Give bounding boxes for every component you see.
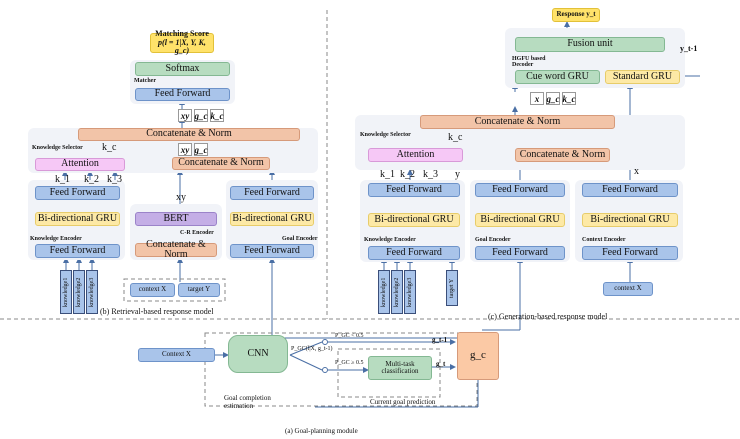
gen-knowledge-bigru: Bi-directional GRU — [368, 213, 460, 227]
standard-gru: Standard GRU — [605, 70, 680, 84]
target-y-input: target Y — [178, 283, 220, 297]
pgc-label: P_GC(l|X, g_t-1) — [291, 346, 333, 352]
xy-label: xy — [176, 192, 186, 203]
goal-feed-forward-bottom: Feed Forward — [230, 244, 314, 258]
kc-label: k_c — [102, 142, 117, 153]
knowledge2-input: knowledge2 — [73, 270, 85, 314]
matching-score-box: Matching Score p(l = 1|X, Y, K, g_c) — [150, 29, 214, 56]
gen-kc-label: k_c — [448, 132, 463, 143]
concat-norm-right: Concatenate & Norm — [172, 157, 270, 170]
gen-y-label: y — [455, 169, 460, 180]
goal-feed-forward: Feed Forward — [230, 186, 314, 200]
knowledge3-input: knowledge3 — [86, 270, 98, 314]
gen-attention-box: Attention — [368, 148, 463, 162]
chip-xy: xy — [178, 109, 192, 122]
multitask-box: Multi-task classification — [368, 356, 432, 380]
gen-knowledge-encoder-label: Knowledge Encoder — [364, 237, 416, 243]
gen-knowledge-selector-label: Knowledge Selector — [360, 132, 411, 138]
gen-goal-bigru: Bi-directional GRU — [475, 213, 565, 227]
goal-encoder-label: Goal Encoder — [282, 236, 318, 242]
cgp-label: Current goal prediction — [370, 398, 436, 406]
cnn-box: CNN — [228, 335, 288, 373]
gen-concat-norm-right: Concatenate & Norm — [515, 148, 610, 162]
gc-box: g_c — [457, 332, 499, 380]
chip-gc: g_c — [194, 109, 208, 122]
gen-concat-norm-top: Concatenate & Norm — [420, 115, 615, 129]
knowledge1-input: knowledge1 — [60, 270, 72, 314]
matcher-feed-forward: Feed Forward — [135, 88, 230, 101]
gen-knowledge3-input: knowledge3 — [404, 270, 416, 314]
cond-ge-label: P_GC ≥ 0.5 — [335, 360, 364, 366]
response-box: Response y_t — [552, 8, 600, 22]
bert-box: BERT — [135, 212, 217, 226]
fusion-unit-box: Fusion unit — [515, 37, 665, 52]
g-prev-label: g_t-1 — [432, 336, 448, 344]
concat-norm-top: Concatenate & Norm — [78, 128, 300, 141]
gen-context-x-input: context X — [603, 282, 653, 296]
retrieval-caption: (b) Retrieval-based response model — [100, 307, 214, 316]
y-prev-label: y_t-1 — [680, 44, 698, 53]
gp-context-x: Context X — [138, 348, 215, 362]
gen-context-feed-forward-bottom: Feed Forward — [582, 246, 678, 260]
matching-score-title: Matching Score — [155, 29, 209, 39]
gen-target-y-input: target Y — [446, 270, 458, 306]
attention-box: Attention — [35, 158, 125, 171]
cr-encoder-label: C-R Encoder — [180, 230, 214, 236]
knowledge-feed-forward: Feed Forward — [35, 186, 120, 200]
k1-label: k_1 — [55, 174, 70, 185]
planning-caption: (a) Goal-planning module — [285, 427, 358, 435]
k2-label: k_2 — [84, 174, 99, 185]
gen-k3-label: k_3 — [423, 169, 438, 180]
goal-bigru: Bi-directional GRU — [230, 212, 314, 226]
generation-caption: (c) Generation-based response model — [488, 312, 608, 321]
matcher-label: Matcher — [134, 78, 156, 84]
gen-knowledge1-input: knowledge1 — [378, 270, 390, 314]
hgfu-label: HGFU based Decoder — [512, 56, 546, 68]
knowledge-bigru: Bi-directional GRU — [35, 212, 120, 226]
gen-k2-label: k_2 — [400, 169, 415, 180]
cond-lt-label: P_GC < 0.5 — [335, 333, 364, 339]
gen-k1-label: k_1 — [380, 169, 395, 180]
gen-context-feed-forward: Feed Forward — [582, 183, 678, 197]
knowledge-encoder-label: Knowledge Encoder — [30, 236, 82, 242]
gen-goal-encoder-label: Goal Encoder — [475, 237, 511, 243]
chip-gc-mid: g_c — [194, 143, 208, 156]
gen-context-encoder-label: Context Encoder — [582, 237, 626, 243]
gen-knowledge-feed-forward-bottom: Feed Forward — [368, 246, 460, 260]
gen-x-label: x — [634, 166, 639, 177]
softmax-box: Softmax — [135, 62, 230, 76]
context-x-input: context X — [130, 283, 175, 297]
gen-goal-feed-forward-bottom: Feed Forward — [475, 246, 565, 260]
matching-score-formula: p(l = 1|X, Y, K, g_c) — [158, 37, 206, 56]
gce-label: Goal completion estimation — [224, 394, 271, 410]
gen-chip-kc: k_c — [562, 92, 576, 105]
k3-label: k_3 — [107, 174, 122, 185]
gen-chip-x: x — [530, 92, 544, 105]
gen-goal-feed-forward: Feed Forward — [475, 183, 565, 197]
knowledge-selector-label: Knowledge Selector — [32, 145, 83, 151]
chip-kc: k_c — [210, 109, 224, 122]
chip-xy-mid: xy — [178, 143, 192, 156]
gen-knowledge-feed-forward: Feed Forward — [368, 183, 460, 197]
cue-word-gru: Cue word GRU — [515, 70, 600, 84]
g-t-label: g_t — [436, 360, 446, 368]
knowledge-feed-forward-bottom: Feed Forward — [35, 244, 120, 258]
gen-context-bigru: Bi-directional GRU — [582, 213, 678, 227]
cr-concat-norm: Concatenate & Norm — [135, 239, 217, 260]
gen-knowledge2-input: knowledge2 — [391, 270, 403, 314]
gen-chip-gc: g_c — [546, 92, 560, 105]
